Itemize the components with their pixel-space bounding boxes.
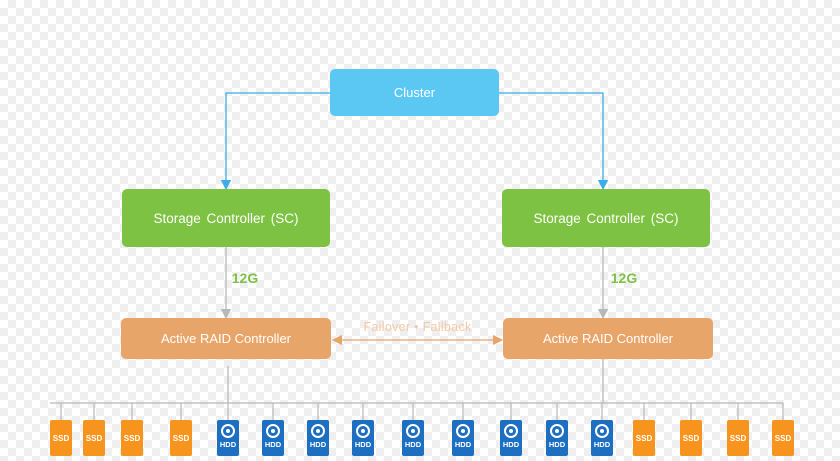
ssd-drive-15: SSD: [680, 420, 702, 456]
ssd-drive-16: SSD: [727, 420, 749, 456]
right-link-speed: 12G: [610, 270, 638, 286]
cluster-label: Cluster: [393, 85, 436, 100]
ssd-drive-3: SSD: [121, 420, 143, 456]
hdd-platter-icon: [504, 424, 518, 438]
drive-label: HDD: [454, 440, 472, 449]
cluster-to-right-sc-line: [499, 92, 609, 191]
hdd-platter-icon: [311, 424, 325, 438]
hdd-platter-icon: [356, 424, 370, 438]
raid-controller-right: Active RAID Controller: [503, 318, 713, 359]
hdd-platter-icon: [456, 424, 470, 438]
drive-label: HDD: [354, 440, 372, 449]
hdd-drive-12: HDD: [546, 420, 568, 456]
drive-label: HDD: [502, 440, 520, 449]
hdd-drive-6: HDD: [262, 420, 284, 456]
hdd-drive-9: HDD: [402, 420, 424, 456]
drive-label: HDD: [219, 440, 237, 449]
drive-label: SSD: [85, 433, 103, 443]
drive-label: SSD: [635, 433, 653, 443]
storage-controller-left-label: Storage Controller (SC): [153, 210, 299, 226]
left-link-speed: 12G: [231, 270, 259, 286]
drive-label: SSD: [682, 433, 700, 443]
ssd-drive-2: SSD: [83, 420, 105, 456]
hdd-platter-icon: [595, 424, 609, 438]
failover-fallback-label: Failover • Fallback: [363, 320, 472, 334]
drive-label: HDD: [309, 440, 327, 449]
hdd-platter-icon: [406, 424, 420, 438]
drive-label: HDD: [264, 440, 282, 449]
hdd-drive-11: HDD: [500, 420, 522, 456]
hdd-platter-icon: [550, 424, 564, 438]
drive-label: SSD: [729, 433, 747, 443]
hdd-drive-13: HDD: [591, 420, 613, 456]
drive-drop-lines: [60, 403, 784, 420]
raid-controller-right-label: Active RAID Controller: [542, 331, 674, 346]
hdd-drive-8: HDD: [352, 420, 374, 456]
cluster-to-left-sc-line: [220, 92, 330, 191]
hdd-drive-5: HDD: [217, 420, 239, 456]
storage-controller-right-label: Storage Controller (SC): [533, 210, 679, 226]
drive-label: SSD: [52, 433, 70, 443]
drive-label: SSD: [774, 433, 792, 443]
ssd-drive-17: SSD: [772, 420, 794, 456]
raid-controller-left-label: Active RAID Controller: [160, 331, 292, 346]
hdd-drive-10: HDD: [452, 420, 474, 456]
drive-label: HDD: [548, 440, 566, 449]
ssd-drive-1: SSD: [50, 420, 72, 456]
storage-controller-right: Storage Controller (SC): [502, 189, 710, 247]
hdd-drive-7: HDD: [307, 420, 329, 456]
cluster-node: Cluster: [330, 69, 499, 116]
raid-controller-left: Active RAID Controller: [121, 318, 331, 359]
ssd-drive-14: SSD: [633, 420, 655, 456]
drive-label: HDD: [593, 440, 611, 449]
ssd-drive-4: SSD: [170, 420, 192, 456]
hdd-platter-icon: [221, 424, 235, 438]
storage-controller-left: Storage Controller (SC): [122, 189, 330, 247]
drive-label: SSD: [172, 433, 190, 443]
drive-label: HDD: [404, 440, 422, 449]
drive-label: SSD: [123, 433, 141, 443]
hdd-platter-icon: [266, 424, 280, 438]
